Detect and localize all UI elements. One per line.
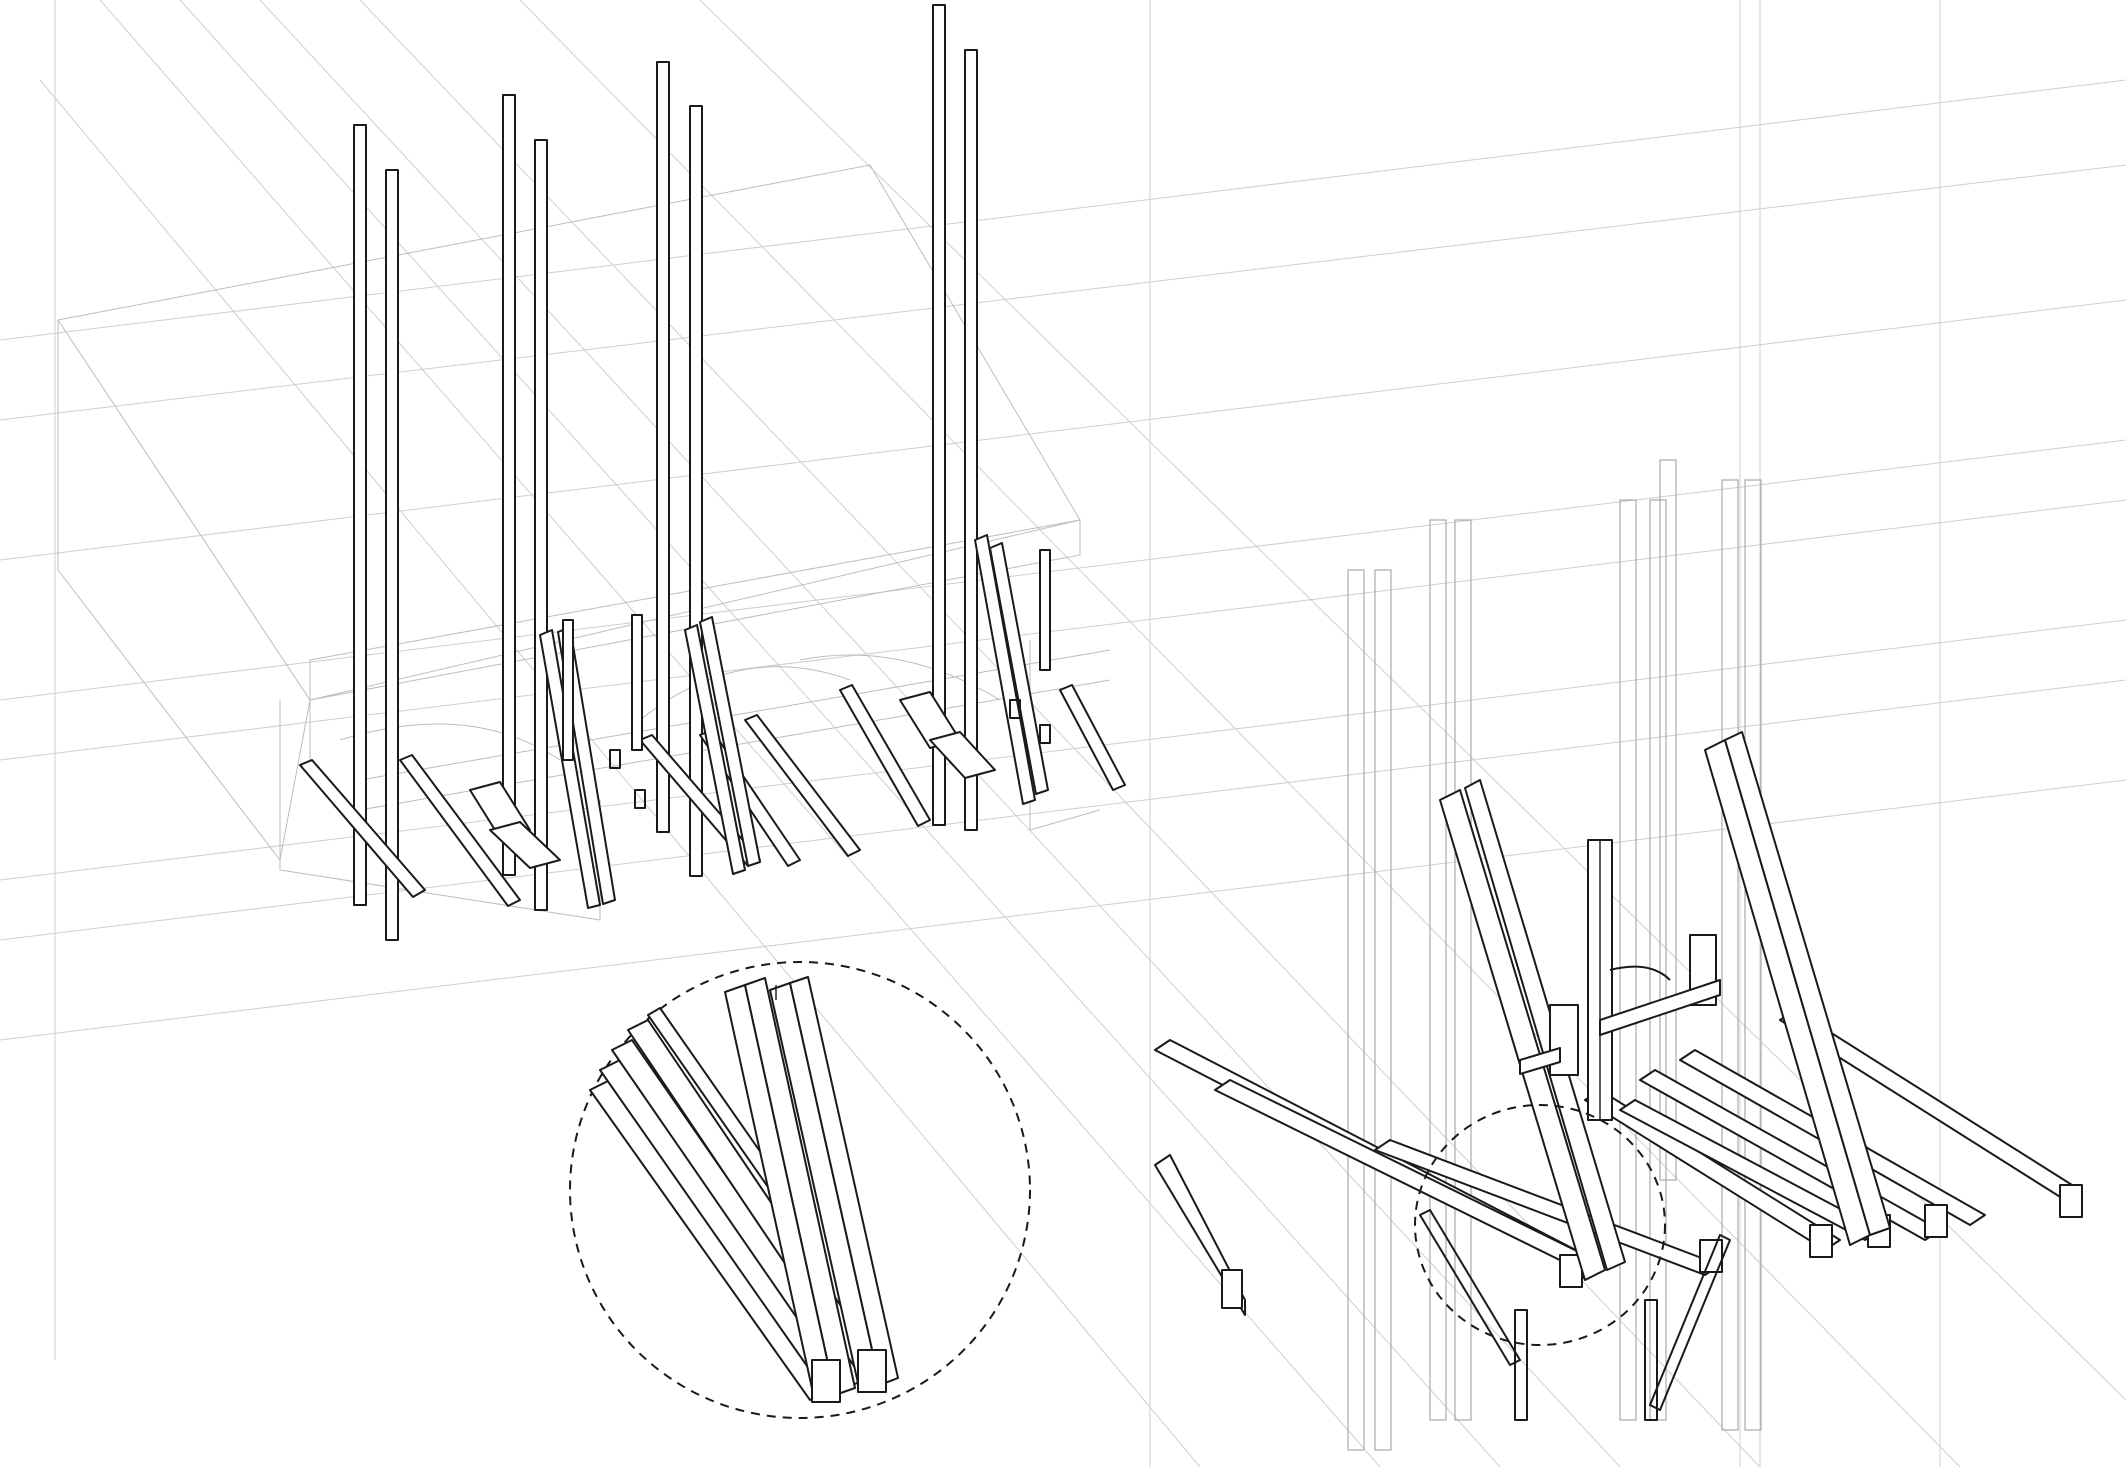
- joist-ends: [1221, 1184, 2083, 1309]
- short-posts: [469, 549, 1051, 869]
- joint-axonometric: [1154, 459, 2083, 1451]
- joint-brackets: [1519, 934, 1721, 1076]
- joint-central-post: [1587, 839, 1613, 1121]
- joint-joists: [1154, 1009, 2081, 1316]
- joint-inclined-braces: [1439, 731, 1891, 1281]
- detail-marker-circle: [1414, 1104, 1666, 1346]
- vertical-posts: [353, 4, 978, 941]
- detail-circle: [569, 961, 1031, 1419]
- joint-lower-supports: [1419, 1209, 1731, 1421]
- overall-axonometric: [57, 4, 1126, 941]
- joists: [299, 684, 1126, 907]
- detail-uprights: [724, 976, 899, 1403]
